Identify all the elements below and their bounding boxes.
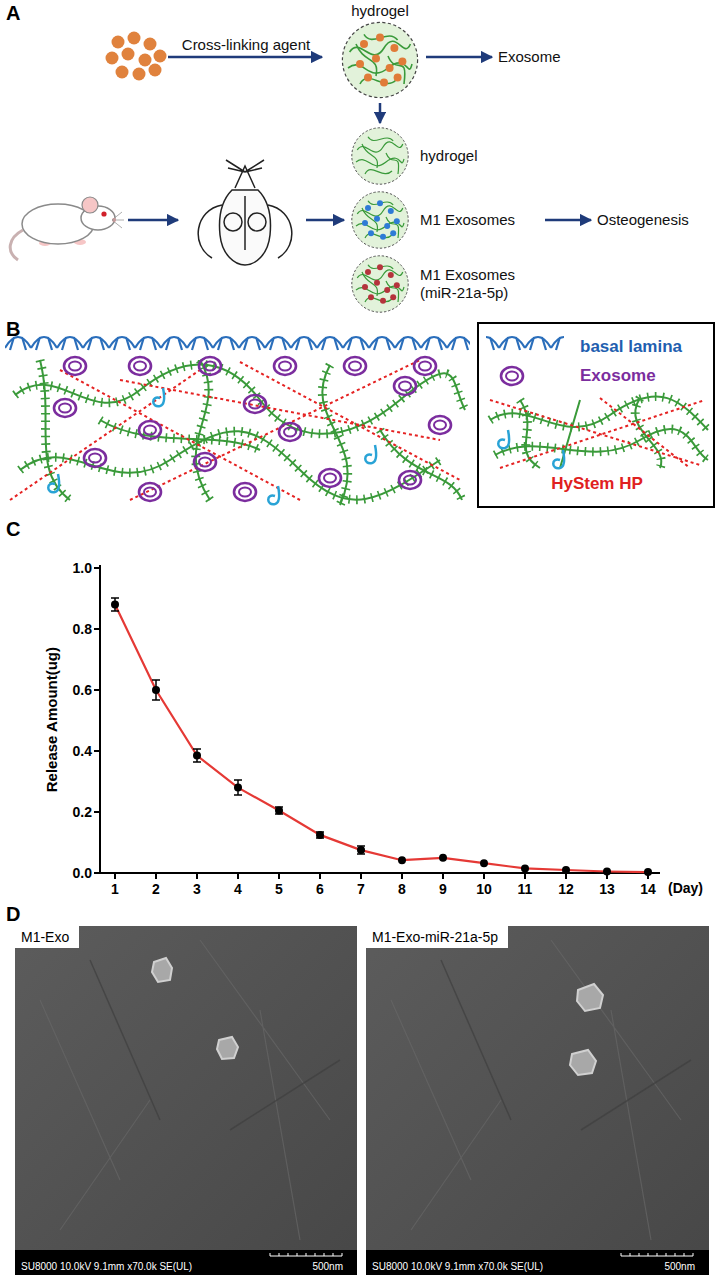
sem-metadata: SU8000 10.0kV 9.1mm x70.0k SE(UL) xyxy=(21,1261,192,1273)
image-label: M1-Exo xyxy=(15,926,79,948)
image-label: M1-Exo-miR-21a-5p xyxy=(366,926,508,948)
node-label: hydrogel xyxy=(351,2,409,20)
error-bars xyxy=(111,598,365,854)
tick-label: 10 xyxy=(476,881,492,897)
heparin-hooks xyxy=(48,388,376,504)
legend-box xyxy=(478,323,714,507)
skull-illustration xyxy=(198,160,292,265)
sem-image: M1-Exo-miR-21a-5pSU8000 10.0kV 9.1mm x70… xyxy=(366,926,709,1275)
tick-label: 6 xyxy=(316,881,324,897)
tick-label: 0.6 xyxy=(73,682,92,698)
release-curve xyxy=(115,605,648,873)
tick-label: 0.2 xyxy=(73,804,92,820)
tick-label: 1 xyxy=(111,881,119,897)
tick-label: 9 xyxy=(439,881,447,897)
legend-exosome-sample xyxy=(501,367,523,385)
hydrogel-node: M1 Exosomes xyxy=(350,190,515,250)
panel-letter: C xyxy=(6,518,20,541)
tick-label: 0.0 xyxy=(73,865,92,881)
hydrogel-shape xyxy=(340,20,420,100)
hydrogel-node: hydrogel xyxy=(332,2,428,100)
hydrogel-sphere xyxy=(350,254,410,314)
hydrogel-shape xyxy=(350,254,410,314)
legend-text: Exosome xyxy=(580,366,656,386)
arrow-label: Cross-linking agent xyxy=(182,36,310,53)
arrow-label: Osteogenesis xyxy=(597,211,689,228)
hydrogel-shape xyxy=(350,126,410,186)
tick-label: 1.0 xyxy=(73,560,92,576)
exosome-vesicles xyxy=(54,357,451,501)
hydrogel-sphere xyxy=(350,190,410,250)
panel-letter: D xyxy=(6,903,20,926)
hydrogel-shape xyxy=(350,190,410,250)
node-text: hydrogel xyxy=(410,147,478,165)
basal-lamina xyxy=(5,328,470,352)
hydrogel-sphere xyxy=(350,126,410,186)
arrow-label: Exosome xyxy=(498,48,561,65)
panel-letter: B xyxy=(6,318,20,341)
node-label: M1 Exosomes xyxy=(420,211,515,229)
hydrogel-mesh xyxy=(15,360,465,505)
sem-image-right xyxy=(366,926,709,1275)
panel-letter: A xyxy=(6,2,20,25)
node-label: M1 Exosomes (miR-21a-5p) xyxy=(420,266,532,302)
hydrogel-node: M1 Exosomes (miR-21a-5p) xyxy=(350,254,532,314)
node-text: M1 Exosomes (miR-21a-5p) xyxy=(410,266,532,302)
tick-label: 0.8 xyxy=(73,621,92,637)
crosslinker-particles xyxy=(106,32,167,81)
tick-label: 5 xyxy=(275,881,283,897)
hydrogel-sphere xyxy=(340,20,420,100)
legend-lamina-sample xyxy=(486,335,564,359)
chart-axes xyxy=(94,565,660,879)
axis-title: Release Amount(ug) xyxy=(43,647,60,792)
legend-text: HyStem HP xyxy=(551,474,643,494)
tick-label: 11 xyxy=(518,881,533,897)
node-text: M1 Exosomes xyxy=(410,211,515,229)
crosslink-lines xyxy=(10,360,460,500)
sem-image-left xyxy=(15,926,357,1275)
tick-label: 0.4 xyxy=(73,743,92,759)
flow-arrow xyxy=(379,103,382,123)
tick-label: 8 xyxy=(398,881,406,897)
sem-image: M1-ExoSU8000 10.0kV 9.1mm x70.0k SE(UL) 5… xyxy=(15,926,357,1275)
tick-label: 3 xyxy=(193,881,201,897)
hydrogel-node: hydrogel xyxy=(350,126,478,186)
sem-metadata: SU8000 10.0kV 9.1mm x70.0k SE(UL) xyxy=(372,1261,543,1273)
legend-text: basal lamina xyxy=(580,337,682,357)
scale-label: 500nm xyxy=(312,1261,343,1273)
data-points xyxy=(111,601,652,877)
tick-label: 4 xyxy=(234,881,242,897)
scale-label: 500nm xyxy=(664,1261,695,1273)
tick-label: 13 xyxy=(599,881,615,897)
axis-unit: (Day) xyxy=(668,880,703,896)
tick-label: 12 xyxy=(558,881,574,897)
tick-label: 2 xyxy=(152,881,160,897)
node-label: hydrogel xyxy=(420,147,478,165)
legend-mesh-sample xyxy=(490,396,708,468)
tick-label: 14 xyxy=(640,881,656,897)
tick-label: 7 xyxy=(357,881,365,897)
rat-illustration xyxy=(10,197,124,260)
